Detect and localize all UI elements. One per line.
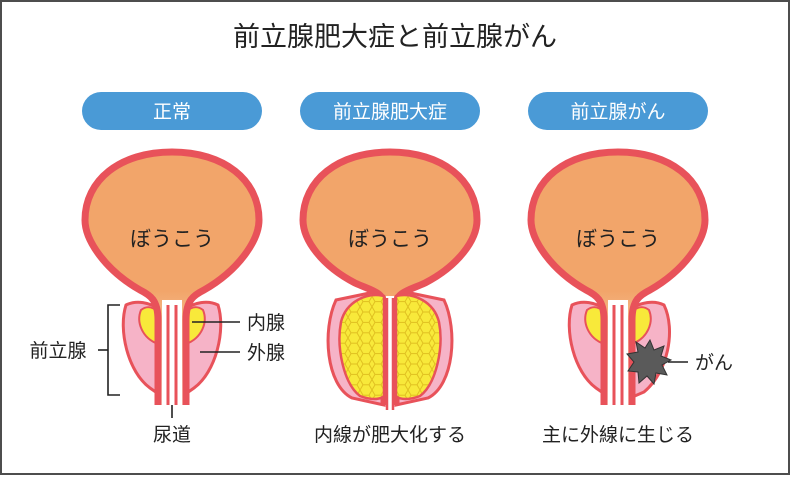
panel-cancer: 前立腺がん ぼうこう がん 主に外線に生じる <box>527 92 733 446</box>
panel-bph: 前立腺肥大症 ぼうこう 内線が肥大化する <box>299 92 481 446</box>
cancer-callout: がん <box>695 352 733 374</box>
bladder <box>299 148 481 405</box>
urethra-channel <box>608 300 628 405</box>
inner-gland-callout: 内腺 <box>247 312 285 334</box>
enlarged-inner-gland-left <box>338 293 386 401</box>
diagram-title: 前立腺肥大症と前立腺がん <box>233 22 557 53</box>
bladder-label: ぼうこう <box>348 227 432 251</box>
bladder <box>527 148 709 405</box>
panel-cancer-label: 前立腺がん <box>570 101 665 123</box>
enlarged-inner-gland-right <box>394 293 442 401</box>
urethra-callout: 尿道 <box>153 424 191 446</box>
panel-cancer-caption: 主に外線に生じる <box>542 424 694 446</box>
cancer-tumor <box>626 338 673 386</box>
bladder-label: ぼうこう <box>130 227 214 251</box>
bladder <box>81 148 263 405</box>
panel-bph-label: 前立腺肥大症 <box>333 101 447 123</box>
panel-bph-caption: 内線が肥大化する <box>314 424 466 446</box>
urethra <box>612 305 624 405</box>
urethra-channel <box>162 300 182 405</box>
panel-cancer-label-pill <box>528 92 708 130</box>
panel-normal: 正常 ぼうこう 前立腺 内腺 外腺 尿道 <box>29 92 285 446</box>
bladder-label: ぼうこう <box>576 227 660 251</box>
panel-bph-label-pill <box>300 92 480 130</box>
urethra <box>166 305 178 405</box>
panel-normal-label: 正常 <box>153 101 191 123</box>
urethra <box>385 298 395 410</box>
prostate-callout: 前立腺 <box>29 340 86 362</box>
outer-gland-callout: 外腺 <box>247 342 285 364</box>
panel-normal-label-pill <box>82 92 262 130</box>
